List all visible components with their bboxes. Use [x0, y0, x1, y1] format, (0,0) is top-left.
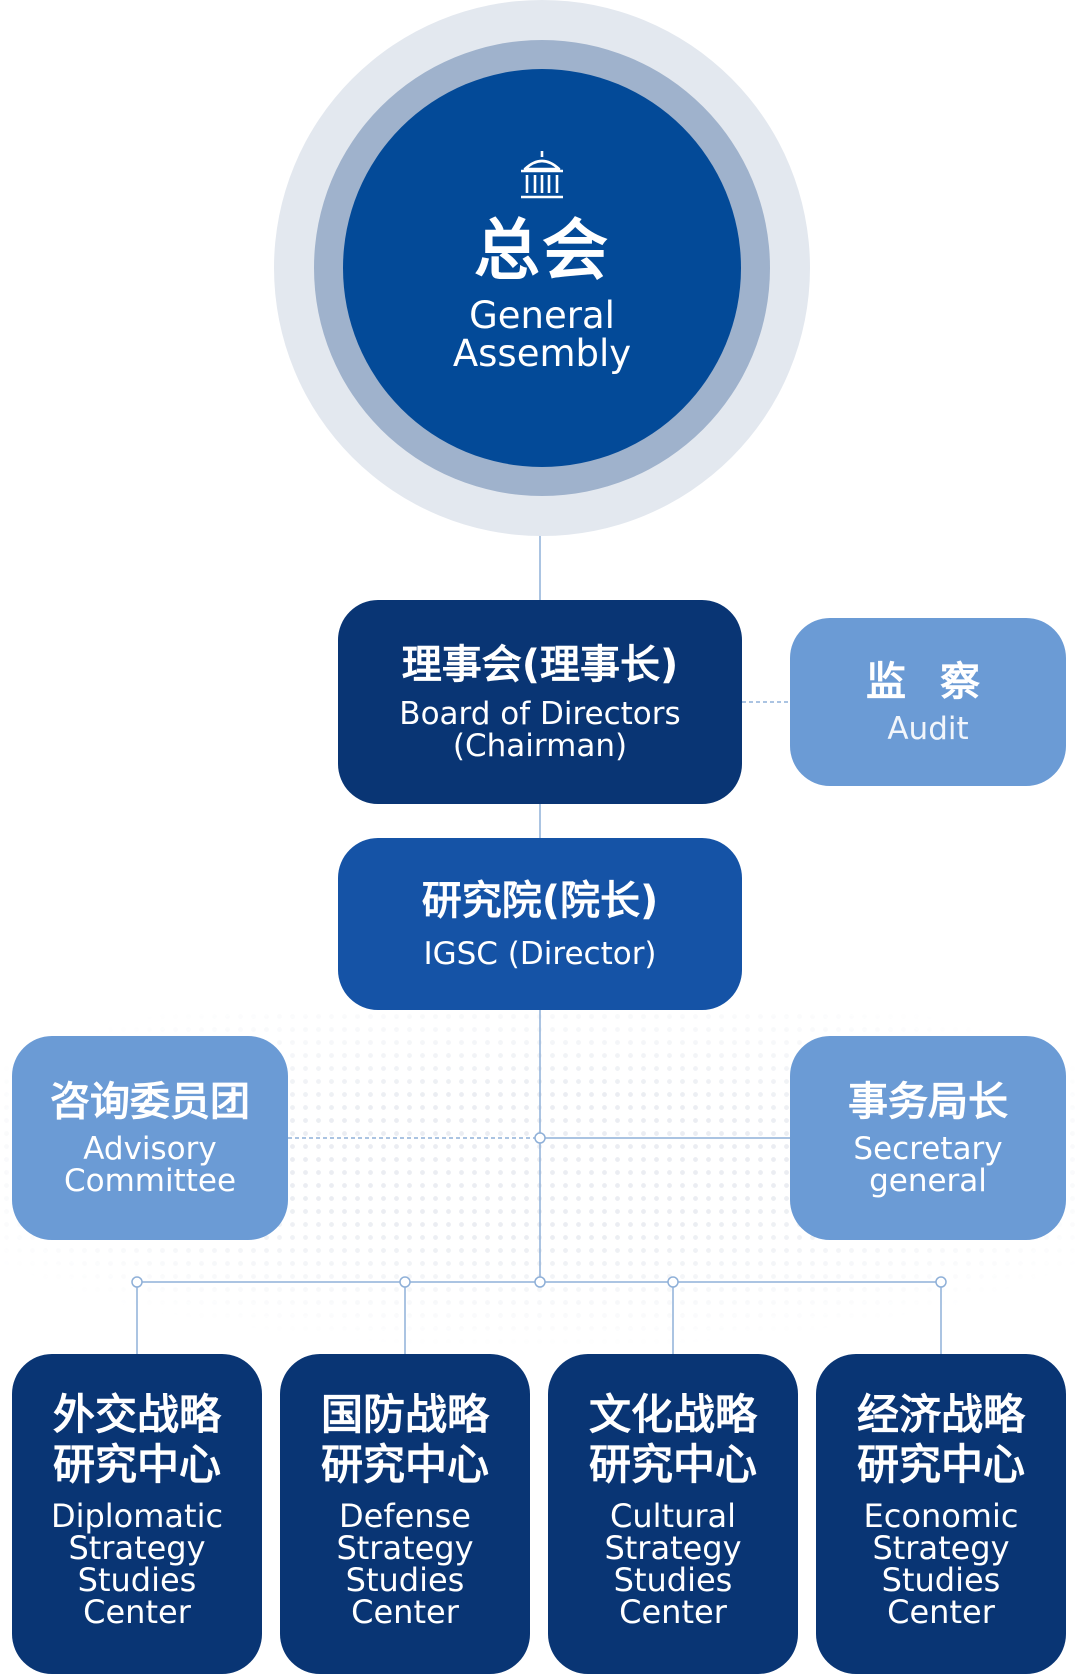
center-title-en-line3: Studies: [345, 1561, 465, 1599]
center-title-en-line3: Studies: [613, 1561, 733, 1599]
center-title-zh-line2: 研究中心: [52, 1440, 221, 1489]
center-title-en-line4: Center: [351, 1593, 459, 1631]
center-title-en-line1: Cultural: [610, 1497, 736, 1535]
board-title-zh: 理事会(理事长): [401, 642, 679, 688]
government-building-icon: [521, 151, 563, 199]
cultural-strategy-center-node[interactable]: 文化战略 研究中心 Cultural Strategy Studies Cent…: [548, 1354, 798, 1674]
audit-title-zh: 监 察: [866, 659, 990, 705]
advisory-title-zh: 咨询委员团: [50, 1079, 250, 1125]
center-title-en-line4: Center: [83, 1593, 191, 1631]
center-title-zh-line1: 国防战略: [320, 1390, 489, 1439]
diplomatic-strategy-center-node[interactable]: 外交战略 研究中心 Diplomatic Strategy Studies Ce…: [12, 1354, 262, 1674]
secretary-title-zh: 事务局长: [848, 1079, 1008, 1125]
junction-node: [935, 1276, 947, 1288]
junction-node: [534, 1276, 546, 1288]
junction-node: [534, 1132, 546, 1144]
center-title-en-line2: Strategy: [604, 1529, 742, 1567]
center-title-zh-line2: 研究中心: [588, 1440, 757, 1489]
center-title-en-line1: Diplomatic: [50, 1497, 224, 1535]
center-title-en-line3: Studies: [77, 1561, 197, 1599]
center-title-zh-line1: 外交战略: [52, 1390, 221, 1439]
center-title-zh-line2: 研究中心: [320, 1440, 489, 1489]
advisory-title-en-line2: Committee: [63, 1163, 237, 1199]
center-title-en-line2: Strategy: [872, 1529, 1010, 1567]
secretary-general-node[interactable]: 事务局长 Secretary general: [790, 1036, 1066, 1240]
general-assembly-title-zh: 总会: [474, 212, 610, 289]
center-title-zh-line1: 经济战略: [856, 1390, 1025, 1439]
center-title-zh-line2: 研究中心: [856, 1440, 1025, 1489]
igsc-title-en: IGSC (Director): [423, 936, 657, 972]
center-title-en-line2: Strategy: [68, 1529, 206, 1567]
center-title-zh-line1: 文化战略: [588, 1390, 757, 1439]
board-title-en-line2: (Chairman): [452, 728, 628, 764]
audit-node[interactable]: 监 察 Audit: [790, 618, 1066, 786]
defense-strategy-center-node[interactable]: 国防战略 研究中心 Defense Strategy Studies Cente…: [280, 1354, 530, 1674]
advisory-title-en-line1: Advisory: [83, 1131, 217, 1167]
general-assembly-title-en-line2: Assembly: [452, 332, 632, 375]
economic-strategy-center-node[interactable]: 经济战略 研究中心 Economic Strategy Studies Cent…: [816, 1354, 1066, 1674]
center-title-en-line2: Strategy: [336, 1529, 474, 1567]
junction-node: [131, 1276, 143, 1288]
general-assembly-node[interactable]: 总会 General Assembly: [343, 69, 741, 467]
board-title-en-line1: Board of Directors: [399, 696, 681, 732]
board-of-directors-node[interactable]: 理事会(理事长) Board of Directors (Chairman): [338, 600, 742, 804]
center-title-en-line1: Economic: [863, 1497, 1019, 1535]
audit-title-en: Audit: [887, 711, 969, 747]
advisory-committee-node[interactable]: 咨询委员团 Advisory Committee: [12, 1036, 288, 1240]
center-title-en-line4: Center: [887, 1593, 995, 1631]
general-assembly-title-en-line1: General: [469, 294, 615, 337]
igsc-node[interactable]: 研究院(院长) IGSC (Director): [338, 838, 742, 1010]
junction-node: [667, 1276, 679, 1288]
center-title-en-line4: Center: [619, 1593, 727, 1631]
center-title-en-line3: Studies: [881, 1561, 1001, 1599]
secretary-title-en-line1: Secretary: [853, 1131, 1003, 1167]
secretary-title-en-line2: general: [869, 1163, 987, 1199]
igsc-title-zh: 研究院(院长): [421, 878, 659, 924]
center-title-en-line1: Defense: [339, 1497, 471, 1535]
junction-node: [399, 1276, 411, 1288]
